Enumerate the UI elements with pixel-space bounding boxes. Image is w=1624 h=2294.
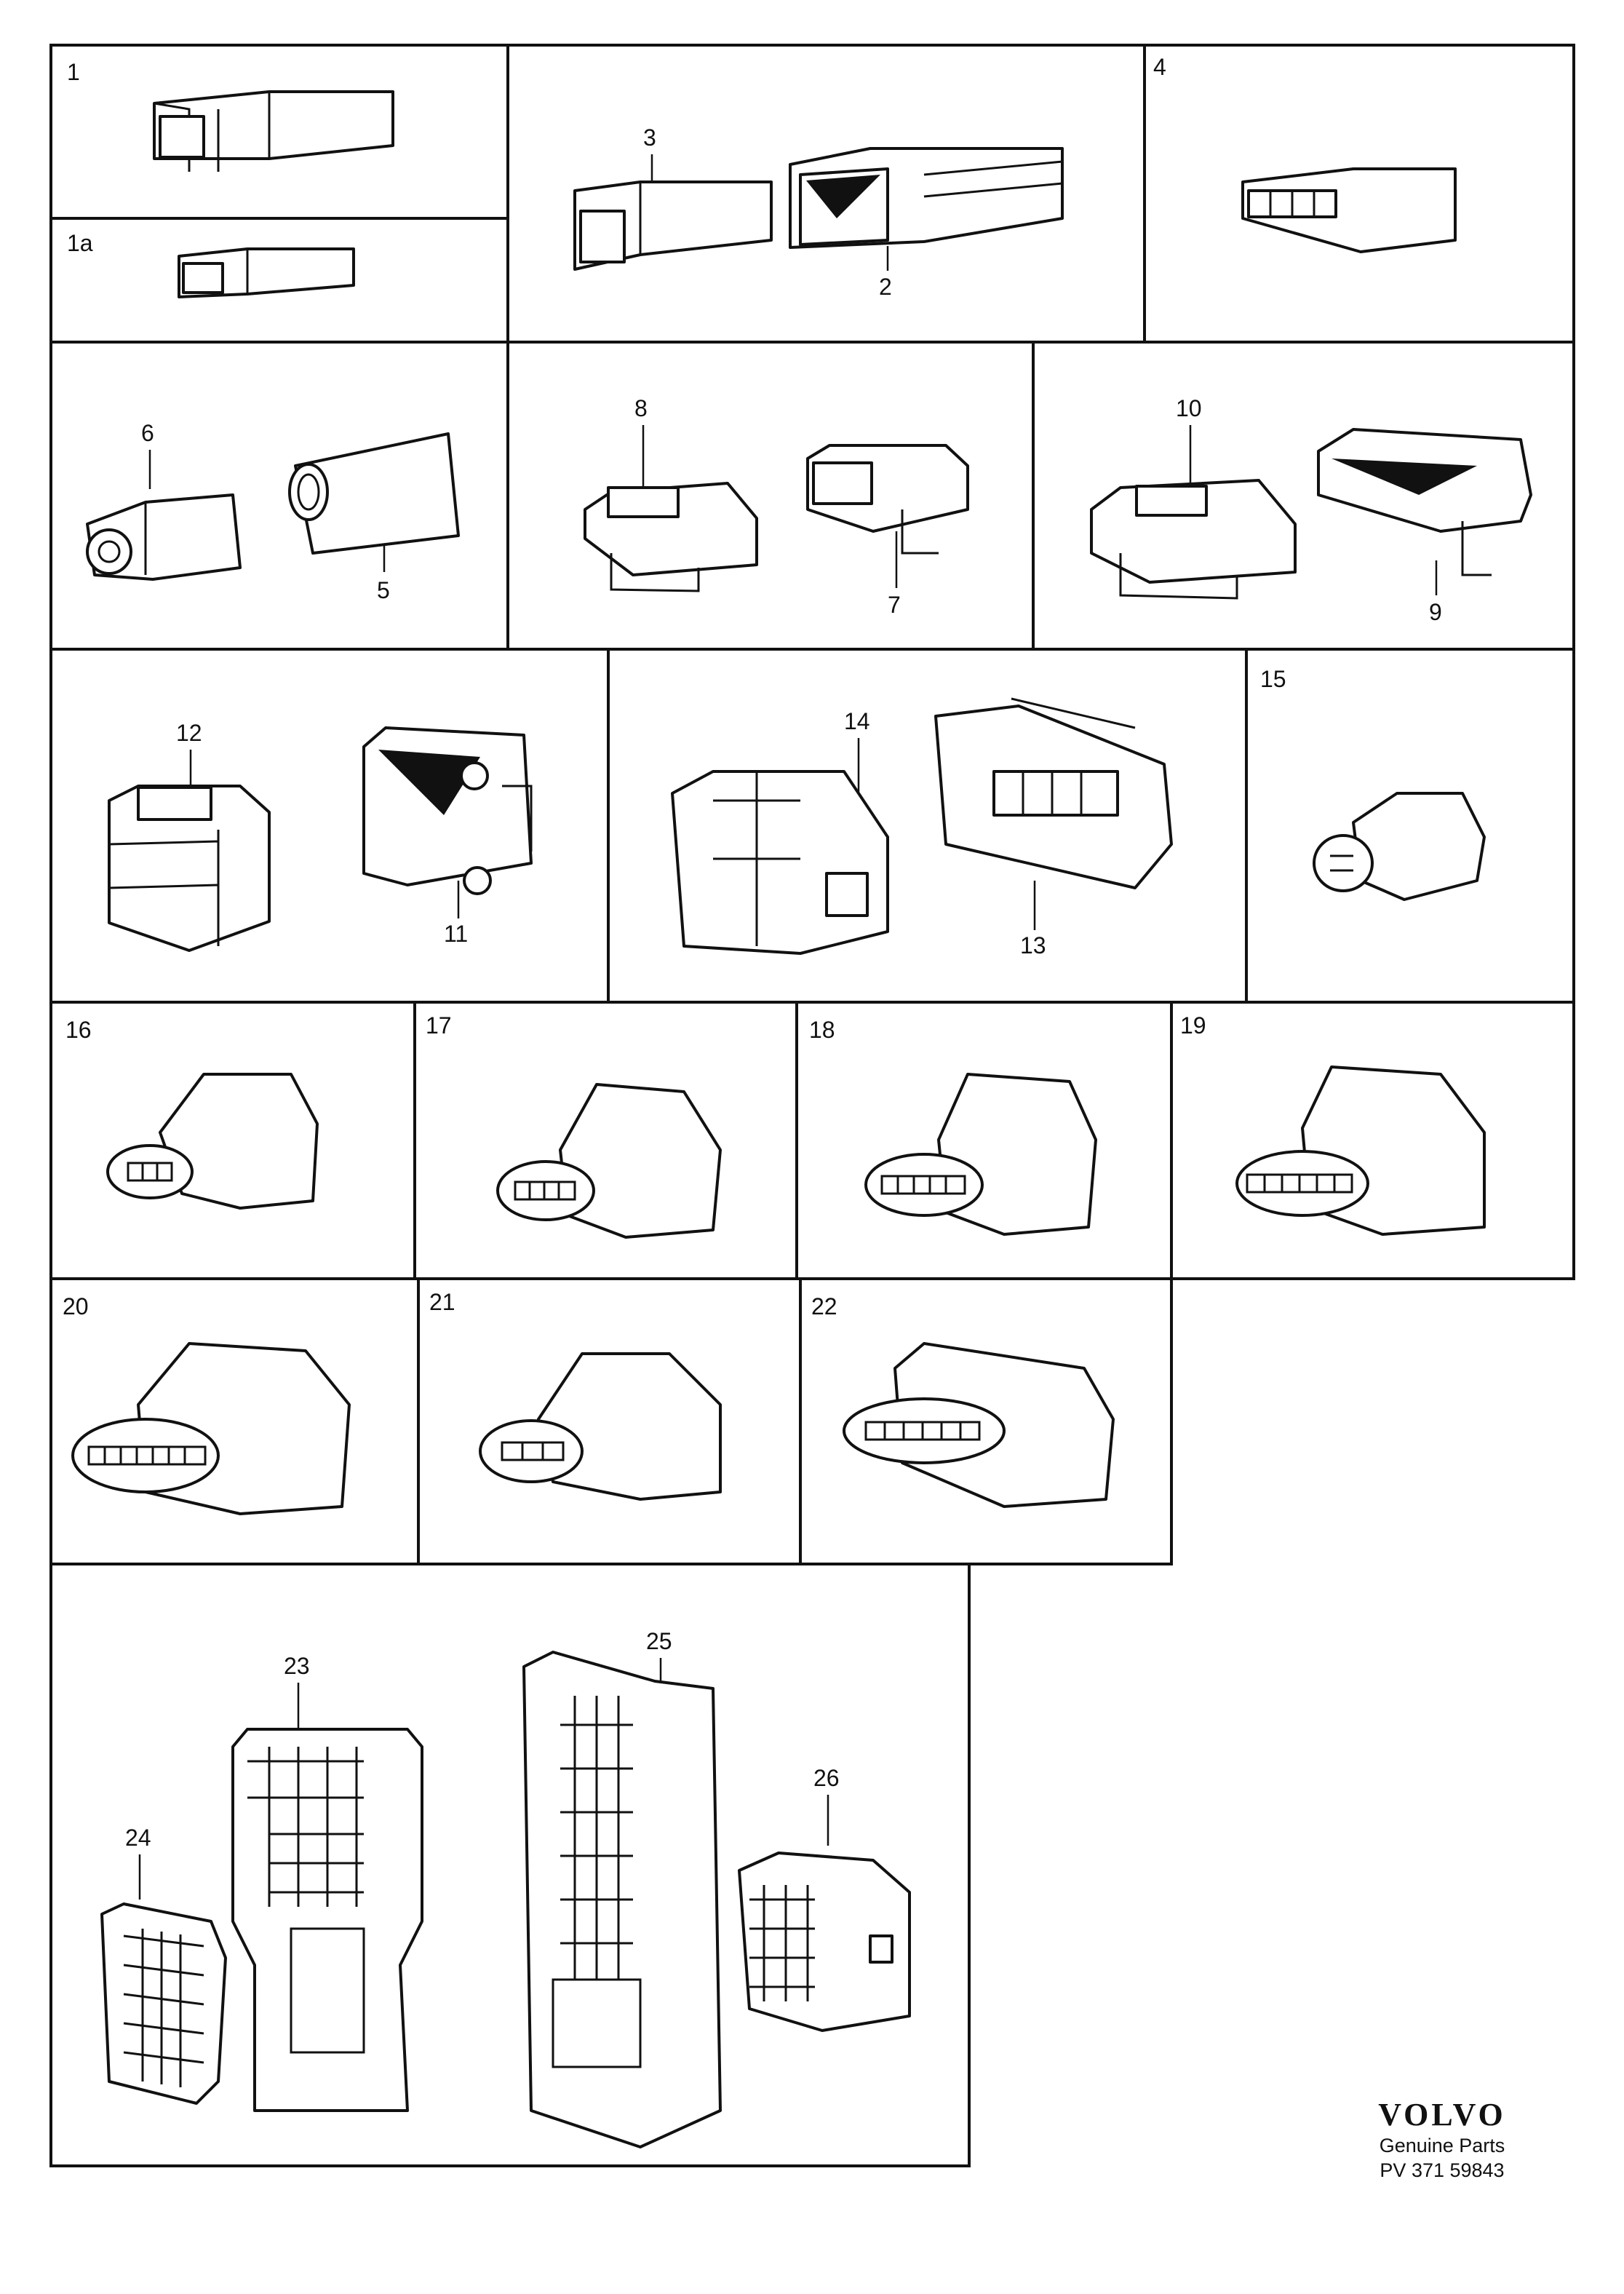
- part-labels: 3 2 6 5 8 7 10 9 12 11 14 13 23 24 25 26: [125, 124, 1442, 1900]
- part-label-6: 6: [141, 420, 154, 446]
- cell-label-19: 19: [1180, 1012, 1206, 1039]
- part-label-14: 14: [844, 708, 870, 734]
- connector-part-13: [934, 697, 1173, 889]
- cell-label-21: 21: [429, 1289, 455, 1315]
- connector-part-12: [108, 785, 271, 952]
- grid-frames: [49, 44, 1575, 2167]
- cell-label-15: 15: [1260, 666, 1286, 692]
- connector-part-25: [522, 1651, 722, 2148]
- connector-part-15: [1313, 792, 1486, 901]
- part-label-24: 24: [125, 1825, 151, 1851]
- part-label-8: 8: [634, 395, 648, 421]
- genuine-parts-text: Genuine Parts: [1379, 2135, 1505, 2156]
- connector-part-11: [362, 726, 533, 895]
- connector-part-22: [843, 1342, 1115, 1508]
- part-label-5: 5: [377, 577, 390, 603]
- part-label-23: 23: [284, 1653, 310, 1679]
- connector-part-8: [584, 482, 758, 592]
- connector-part-17: [496, 1083, 722, 1239]
- cell-labels: 1 1a 4 15 16 17 18 19 20 21 22: [63, 54, 1286, 1319]
- connector-part-20: [71, 1342, 351, 1515]
- volvo-logo: VOLVO: [1378, 2097, 1506, 2132]
- cell-label-1: 1: [67, 59, 80, 85]
- part-label-7: 7: [888, 592, 901, 618]
- connector-part-7: [806, 444, 969, 555]
- cell-label-17: 17: [426, 1012, 452, 1039]
- connector-part-1: [153, 90, 394, 172]
- connector-part-6: [86, 493, 242, 581]
- part-label-26: 26: [813, 1765, 840, 1791]
- part-label-3: 3: [643, 124, 656, 151]
- part-number-text: PV 371 59843: [1380, 2159, 1505, 2181]
- cell-label-16: 16: [65, 1017, 92, 1043]
- connector-part-2: [789, 147, 1064, 249]
- connector-part-18: [864, 1073, 1097, 1236]
- connector-part-9: [1317, 428, 1532, 576]
- part-label-12: 12: [176, 720, 202, 746]
- connector-part-16: [106, 1073, 319, 1210]
- part-label-2: 2: [879, 274, 892, 300]
- part-label-25: 25: [646, 1628, 672, 1654]
- cell-label-4: 4: [1153, 54, 1166, 80]
- cell-label-18: 18: [809, 1017, 835, 1043]
- part-label-11: 11: [444, 921, 468, 947]
- cell-label-1a: 1a: [67, 230, 93, 256]
- connector-part-1a: [178, 247, 355, 298]
- connector-part-26: [738, 1852, 911, 2032]
- connector-part-10: [1090, 479, 1297, 600]
- connector-part-23: [231, 1728, 423, 2112]
- volvo-brand-block: VOLVO Genuine Parts PV 371 59843: [1333, 2096, 1551, 2183]
- connector-part-5: [288, 432, 460, 555]
- part-label-13: 13: [1020, 932, 1046, 959]
- connector-part-14: [671, 770, 889, 955]
- connector-part-4: [1241, 167, 1457, 253]
- cell-label-20: 20: [63, 1293, 89, 1319]
- connector-part-24: [100, 1902, 227, 2105]
- part-label-10: 10: [1176, 395, 1202, 421]
- cell-label-22: 22: [811, 1293, 837, 1319]
- part-drawings: [71, 90, 1532, 2148]
- connector-part-3: [573, 180, 773, 271]
- connector-part-19: [1235, 1065, 1486, 1236]
- connector-part-21: [479, 1352, 722, 1501]
- part-label-9: 9: [1429, 599, 1442, 625]
